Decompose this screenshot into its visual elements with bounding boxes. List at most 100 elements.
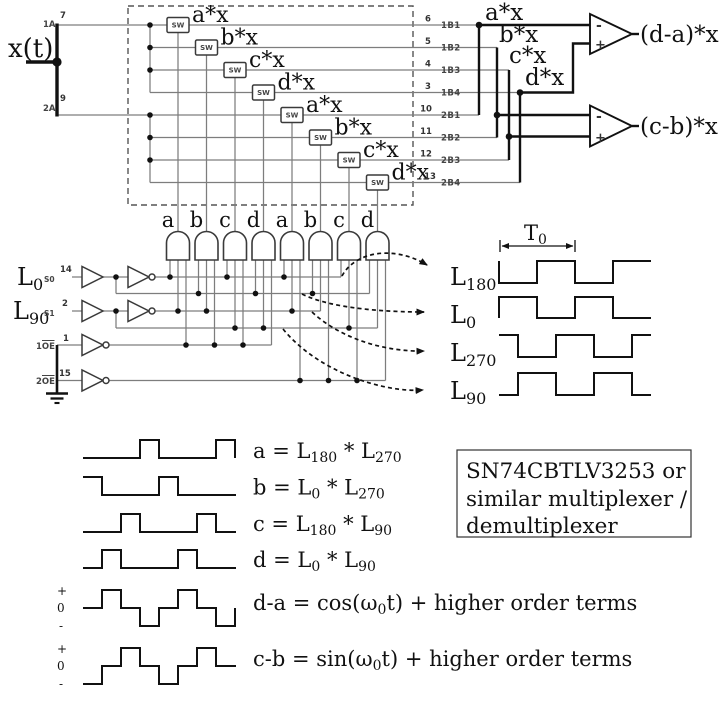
- gate-label: c: [333, 208, 345, 232]
- l0-wave-label: L0: [450, 301, 476, 332]
- sw-box: [251, 84, 276, 101]
- pin-13: 13: [424, 172, 436, 182]
- inverter: [81, 333, 105, 357]
- equation-da: d-a = cos(ω0t) + higher order terms: [253, 591, 637, 618]
- l180-wave-label: L180: [450, 263, 496, 294]
- junction-dot: [493, 111, 501, 119]
- svg-text:-: -: [59, 619, 63, 633]
- inverter-bubble: [148, 307, 156, 315]
- signal-label: a*x: [192, 3, 229, 28]
- junction-dot: [505, 133, 513, 140]
- port-1b3-label: 1B3: [441, 66, 461, 76]
- da-axis-marks: + 0 -: [57, 584, 67, 633]
- pin-7: 7: [60, 11, 66, 21]
- sw-box: [308, 129, 333, 146]
- l90-input-label: L90: [13, 297, 49, 328]
- pin-2: 2: [62, 299, 68, 309]
- sw-box: [365, 174, 390, 191]
- gate-label: a: [276, 208, 289, 232]
- l0-input-label: L0: [17, 263, 43, 294]
- junction-dot: [475, 21, 483, 29]
- sw-box: [223, 61, 247, 79]
- and-gate: [194, 230, 219, 261]
- pin-10: 10: [420, 105, 432, 115]
- signal-label: a*x: [306, 93, 343, 118]
- and-gate: [251, 230, 276, 261]
- analog-switches: SW SW SW SW SW SW SW SW: [166, 16, 390, 191]
- pin-14: 14: [60, 265, 72, 275]
- waveform-l0: [498, 296, 651, 319]
- oe2-label: 2OE: [36, 377, 55, 387]
- and-gate: [365, 230, 390, 261]
- sw-box-label: SW: [172, 22, 185, 30]
- gate-label: b: [190, 208, 203, 232]
- phase-waveforms: T0 L180 L0 L270 L90: [450, 221, 651, 408]
- waveform-l90: [499, 372, 651, 396]
- bottom-output-label: (c-b)*x: [640, 114, 718, 140]
- sw-box-label: SW: [229, 67, 242, 75]
- note-line-3: demultiplexer: [466, 514, 618, 539]
- sw-box: [194, 39, 219, 56]
- port-2b2-label: 2B2: [441, 134, 461, 144]
- waveform-a: [83, 439, 236, 459]
- t0-dimension: T0: [499, 221, 576, 252]
- waveform-c: [83, 513, 236, 533]
- l90-wave-label: L90: [450, 377, 486, 408]
- svg-text:+: +: [57, 642, 67, 656]
- mux-dashed-box: [127, 5, 414, 206]
- and-gates: a b c d a b c d: [162, 208, 390, 261]
- sw-box-label: SW: [286, 112, 299, 120]
- signal-wires: [57, 24, 520, 231]
- plus-sign: +: [595, 131, 606, 146]
- equation-cb: c-b = sin(ω0t) + higher order terms: [253, 647, 632, 674]
- buffer: [81, 265, 105, 289]
- port-2b4-label: 2B4: [441, 179, 461, 189]
- pin-6: 6: [425, 15, 431, 25]
- arrow-to-l180: [341, 252, 428, 277]
- oe1-label: 1OE: [36, 342, 55, 352]
- waveform-b: [83, 476, 236, 496]
- plus-sign: +: [595, 38, 606, 53]
- note-border: [456, 449, 692, 538]
- part-note-box: SN74CBTLV3253 or similar multiplexer / d…: [456, 449, 692, 539]
- equation-a: a = L180 * L270: [253, 439, 402, 466]
- note-line-1: SN74CBTLV3253 or: [466, 459, 686, 484]
- sw-box: [166, 16, 190, 34]
- mux-pin-labels: x(t) 1A 7 2A 9 6 5 4 3 10 11 12 13 1B1 1…: [8, 11, 461, 189]
- and-gate: [308, 230, 333, 261]
- source-signal-label: x(t): [8, 34, 53, 64]
- cb-axis-marks: + 0 -: [57, 642, 67, 691]
- pin-3: 3: [425, 82, 431, 92]
- minus-sign: -: [596, 18, 602, 34]
- port-1b2-label: 1B2: [441, 44, 461, 54]
- gate-label: d: [247, 208, 260, 232]
- and-gate: [336, 230, 362, 261]
- opamp-bottom: [589, 103, 635, 149]
- pin-9: 9: [60, 94, 66, 104]
- inverter-bubble: [102, 341, 110, 349]
- signal-label: d*x: [278, 71, 316, 96]
- sw-box-label: SW: [314, 134, 327, 142]
- svg-text:-: -: [59, 677, 63, 691]
- signal-label: c*x: [363, 138, 399, 163]
- arrow-to-l0: [301, 293, 425, 316]
- gate-label: d: [361, 208, 374, 232]
- signal-label: b*x: [221, 26, 259, 51]
- source-junction-dot: [52, 57, 62, 67]
- inverter-bubble: [102, 376, 110, 385]
- pin-1: 1: [63, 334, 69, 344]
- ax-label: a*x: [485, 0, 523, 26]
- equation-d: d = L0 * L90: [253, 548, 376, 575]
- opamp-top: [589, 12, 635, 56]
- signal-label: b*x: [335, 116, 373, 141]
- sw-box: [337, 151, 361, 169]
- gate-label: a: [162, 208, 175, 232]
- legend-section: a = L180 * L270 b = L0 * L270 c = L180 *…: [57, 439, 637, 691]
- waveform-l270: [499, 334, 651, 358]
- waveform-c-minus-b: [83, 647, 236, 685]
- and-gate: [165, 230, 191, 261]
- signal-label: c*x: [249, 48, 285, 73]
- gate-input-wires: [169, 260, 387, 381]
- port-2b1-label: 2B1: [441, 111, 461, 121]
